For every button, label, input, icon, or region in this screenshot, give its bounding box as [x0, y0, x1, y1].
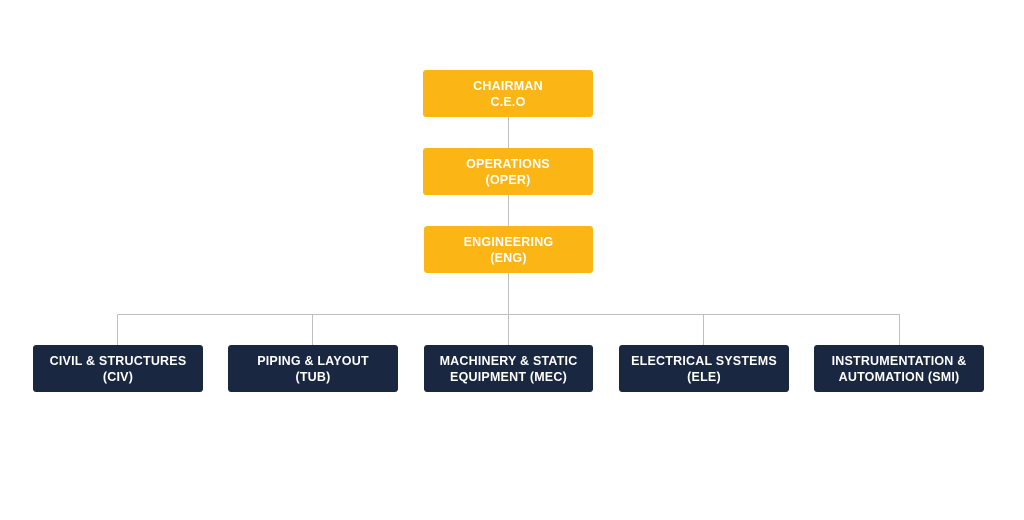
- node-electrical-systems: ELECTRICAL SYSTEMS (ELE): [619, 345, 789, 392]
- node-chairman-title: CHAIRMAN: [473, 78, 543, 93]
- node-piping-layout: PIPING & LAYOUT (TUB): [228, 345, 398, 392]
- node-operations: OPERATIONS (OPER): [423, 148, 593, 195]
- node-tub-line1: PIPING & LAYOUT: [257, 353, 369, 368]
- node-mec-line2: EQUIPMENT (MEC): [450, 369, 567, 384]
- node-smi-line1: INSTRUMENTATION &: [831, 353, 967, 368]
- node-instrumentation-automation: INSTRUMENTATION & AUTOMATION (SMI): [814, 345, 984, 392]
- node-operations-code: (OPER): [485, 172, 531, 187]
- node-tub-line2: (TUB): [295, 369, 331, 384]
- node-ele-line2: (ELE): [687, 369, 721, 384]
- node-chairman: CHAIRMAN C.E.O: [423, 70, 593, 117]
- node-civil-structures: CIVIL & STRUCTURES (CIV): [33, 345, 203, 392]
- node-civ-line1: CIVIL & STRUCTURES: [49, 353, 187, 368]
- node-engineering: ENGINEERING (ENG): [424, 226, 593, 273]
- node-mec-line1: MACHINERY & STATIC: [439, 353, 578, 368]
- node-machinery-static-equipment: MACHINERY & STATIC EQUIPMENT (MEC): [424, 345, 593, 392]
- node-smi-line2: AUTOMATION (SMI): [838, 369, 960, 384]
- node-chairman-subtitle: C.E.O: [490, 94, 526, 109]
- node-civ-line2: (CIV): [102, 369, 134, 384]
- node-ele-line1: ELECTRICAL SYSTEMS: [631, 353, 777, 368]
- node-engineering-title: ENGINEERING: [463, 234, 554, 249]
- node-engineering-code: (ENG): [490, 250, 527, 265]
- node-operations-title: OPERATIONS: [466, 156, 550, 171]
